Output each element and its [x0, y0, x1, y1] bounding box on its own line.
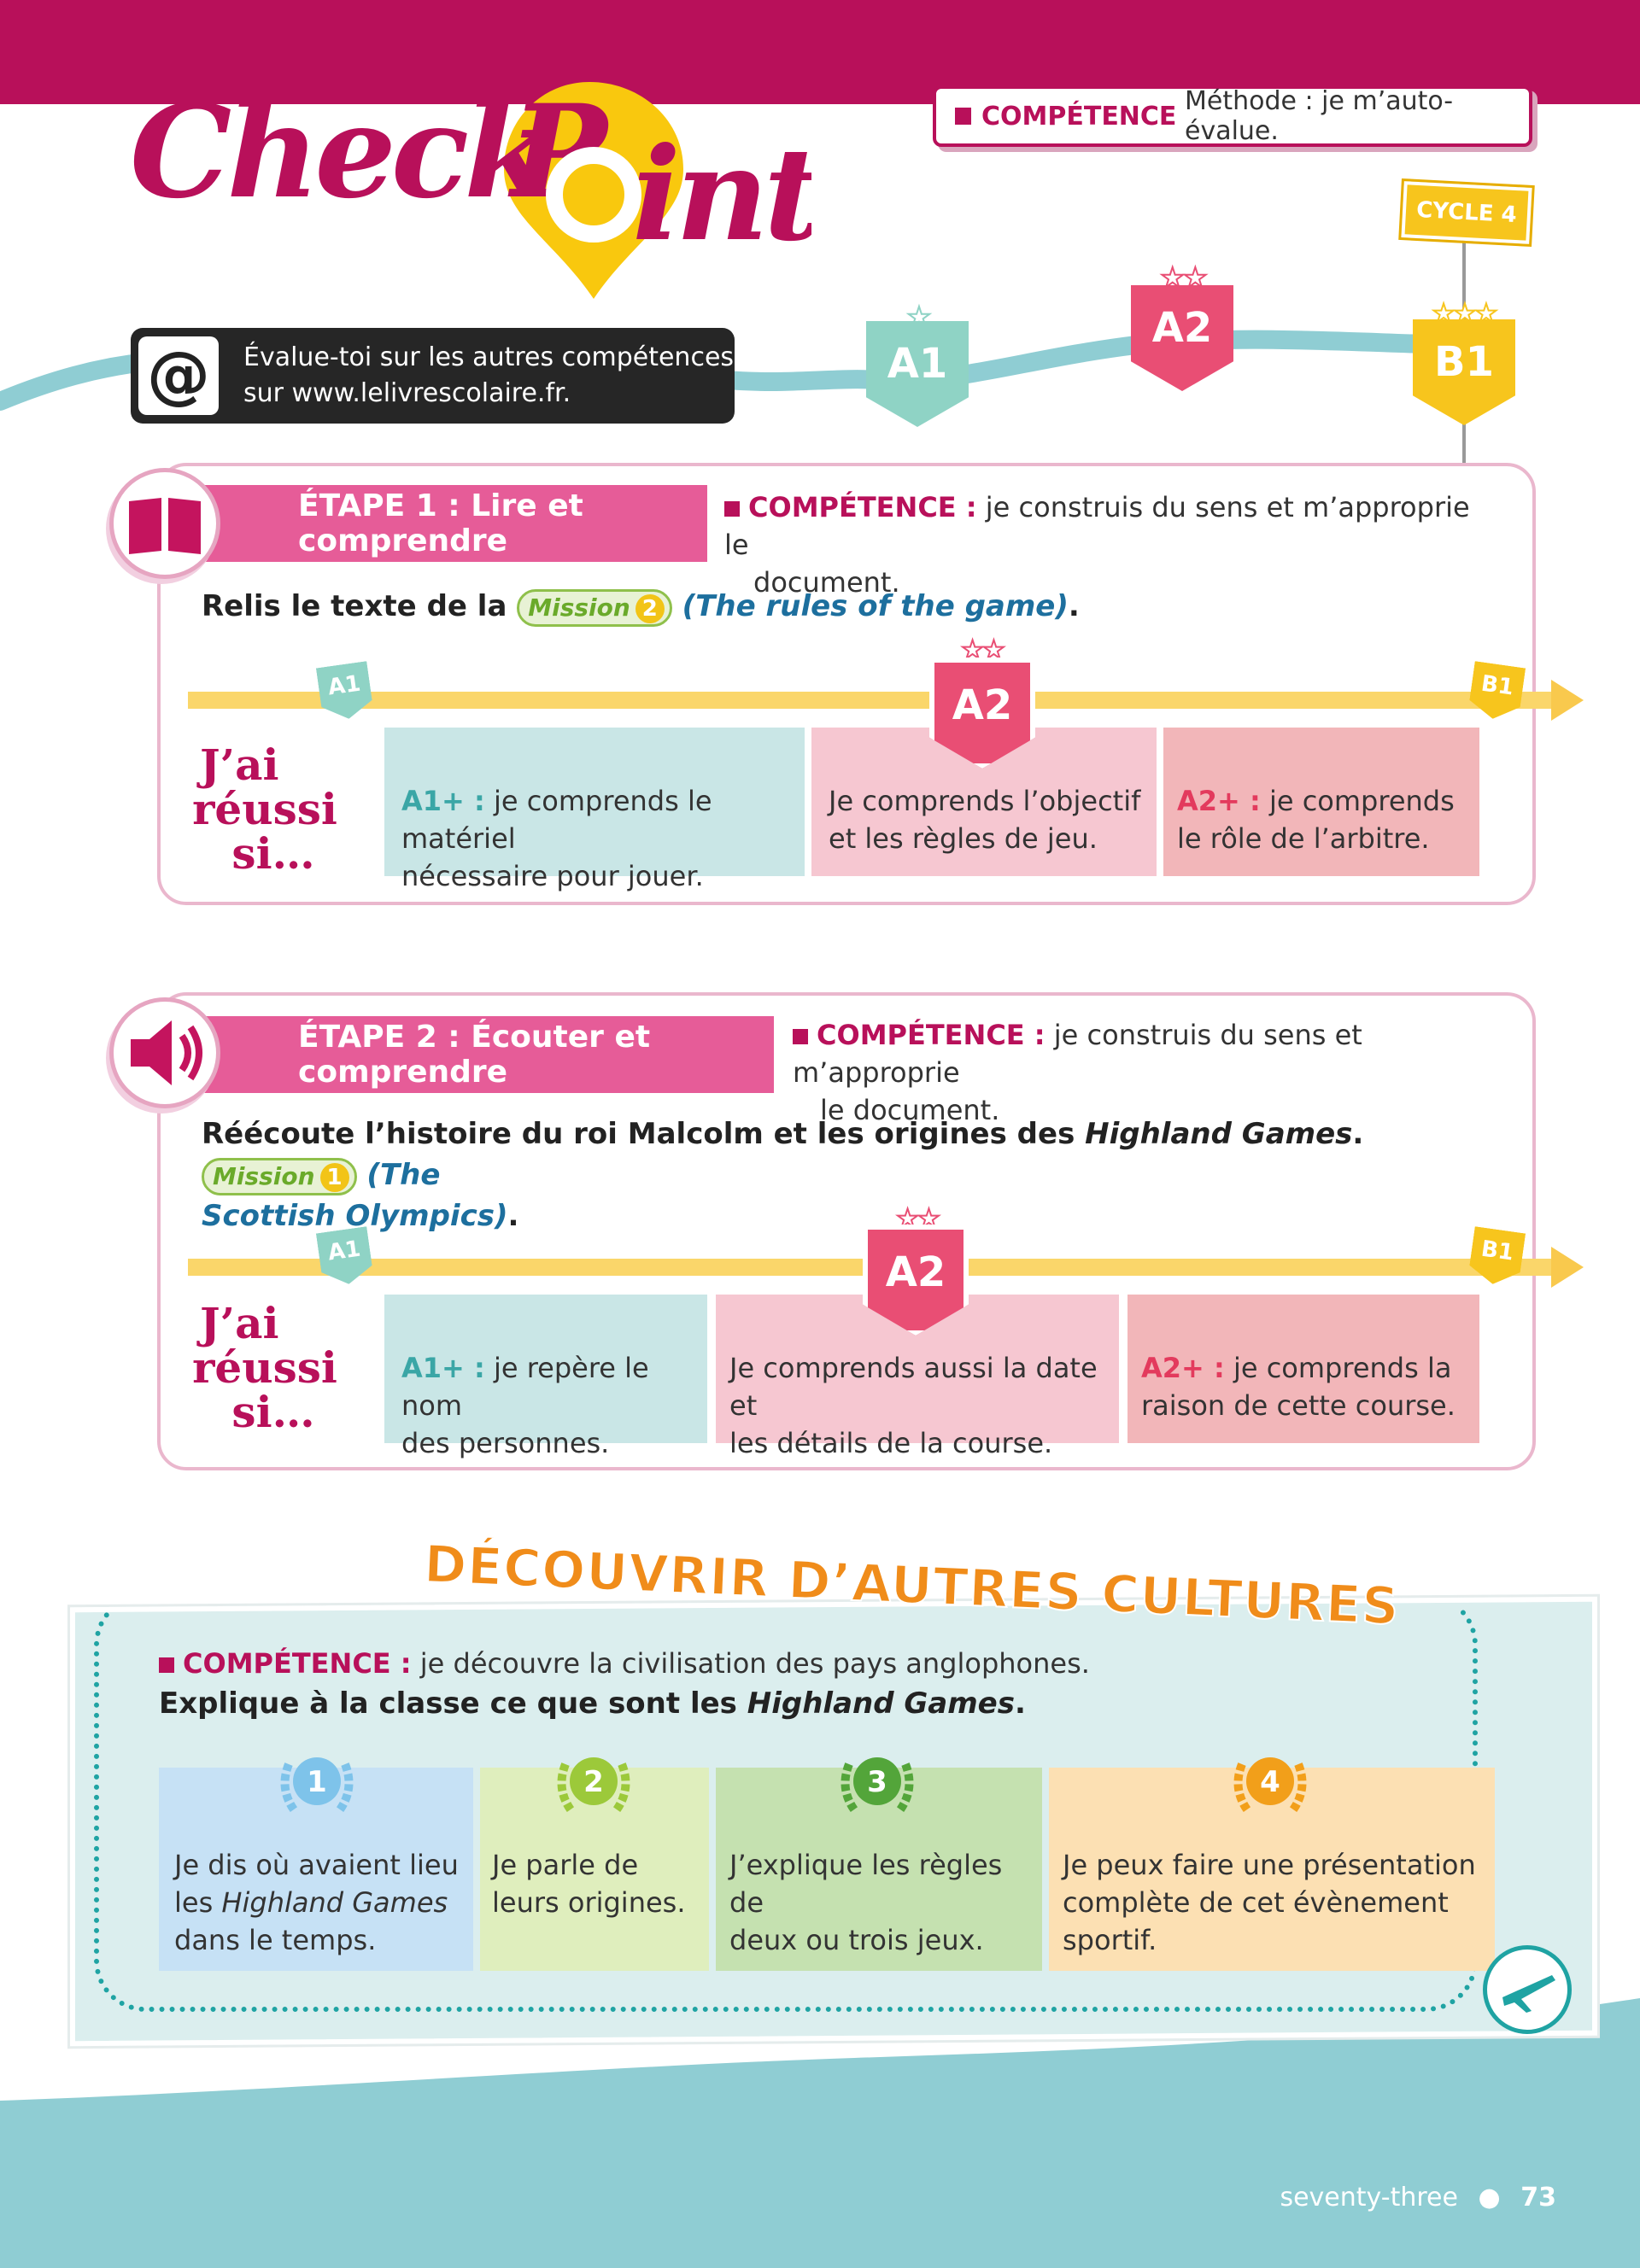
arrow-right-icon: [1551, 680, 1584, 721]
mission-title-cont[interactable]: Scottish Olympics): [202, 1199, 508, 1233]
svg-text:Check: Check: [130, 77, 548, 227]
step2-instruction: Réécoute l’histoire du roi Malcolm et le…: [202, 1117, 1364, 1233]
mission-title[interactable]: (The: [366, 1158, 441, 1192]
step1-reussi-label: J’ai réussi si…: [192, 739, 337, 879]
step1-tab: ÉTAPE 1 : Lire et comprendre: [191, 485, 707, 562]
page-number-words: seventy-three: [1280, 2183, 1458, 2212]
checkpoint-logo: Check P int: [128, 67, 827, 306]
step1-level-track: [188, 692, 1555, 709]
arrow-right-icon: [1551, 1247, 1584, 1288]
culture-instruction: Explique à la classe ce que sont les Hig…: [159, 1686, 1026, 1721]
step2-cell-a2plus: A2+ : je comprends la raison de cette co…: [1128, 1295, 1479, 1443]
culture-competence: COMPÉTENCE : je découvre la civilisation…: [159, 1645, 1090, 1682]
step2-cell-a1: A1+ : je repère le nom des personnes.: [384, 1295, 707, 1459]
svg-text:int: int: [632, 120, 811, 270]
laurel-2-icon: 2: [547, 1739, 641, 1833]
header-competence-box: COMPÉTENCE Méthode : je m’auto-évalue.: [933, 85, 1532, 147]
speaker-icon: [109, 997, 220, 1108]
svg-text:2: 2: [583, 1765, 604, 1799]
step1-cell-a1: A1+ : je comprends le matériel nécessair…: [384, 728, 805, 892]
online-eval-box[interactable]: Évalue-toi sur les autres compétences su…: [131, 328, 735, 424]
culture-step-2: Je parle de leurs origines.: [480, 1768, 709, 1971]
bullet-square: [955, 108, 971, 125]
competence-text: Méthode : je m’auto-évalue.: [1184, 86, 1454, 146]
page-footer: seventy-three ● 73: [1280, 2183, 1556, 2212]
eval-line-2[interactable]: sur www.lelivrescolaire.fr.: [243, 378, 571, 408]
step2-reussi-label: J’ai réussi si…: [192, 1298, 337, 1437]
airplane-icon: [1483, 1945, 1572, 2034]
laurel-3-icon: 3: [830, 1739, 924, 1833]
bottom-wave: [0, 1998, 1640, 2268]
step2-tab: ÉTAPE 2 : Écouter et comprendre: [191, 1016, 774, 1093]
laurel-1-icon: 1: [270, 1739, 364, 1833]
mission-title[interactable]: (The rules of the game): [682, 589, 1069, 623]
svg-text:1: 1: [307, 1765, 327, 1799]
at-sign-icon: @: [138, 336, 219, 415]
book-icon: [109, 468, 220, 579]
logo-pin-icon: Check P int: [130, 77, 827, 299]
page-number: 73: [1520, 2183, 1556, 2212]
culture-step-3: J’explique les règles de deux ou trois j…: [716, 1768, 1042, 1971]
eval-line-1: Évalue-toi sur les autres compétences: [243, 342, 735, 372]
svg-text:3: 3: [867, 1765, 887, 1799]
step2-competence: COMPÉTENCE : je construis du sens et m’a…: [793, 1019, 1362, 1126]
culture-step-4: Je peux faire une présentation complète …: [1049, 1768, 1495, 1971]
laurel-4-icon: 4: [1223, 1739, 1317, 1833]
step1-competence: COMPÉTENCE : je construis du sens et m’a…: [724, 491, 1470, 599]
competence-label: COMPÉTENCE: [981, 101, 1177, 132]
svg-text:4: 4: [1260, 1765, 1280, 1799]
step1-cell-a2plus: A2+ : je comprends le rôle de l’arbitre.: [1163, 728, 1479, 876]
cycle-badge: CYCLE 4: [1398, 178, 1535, 248]
footer-dot: ●: [1478, 2183, 1501, 2212]
